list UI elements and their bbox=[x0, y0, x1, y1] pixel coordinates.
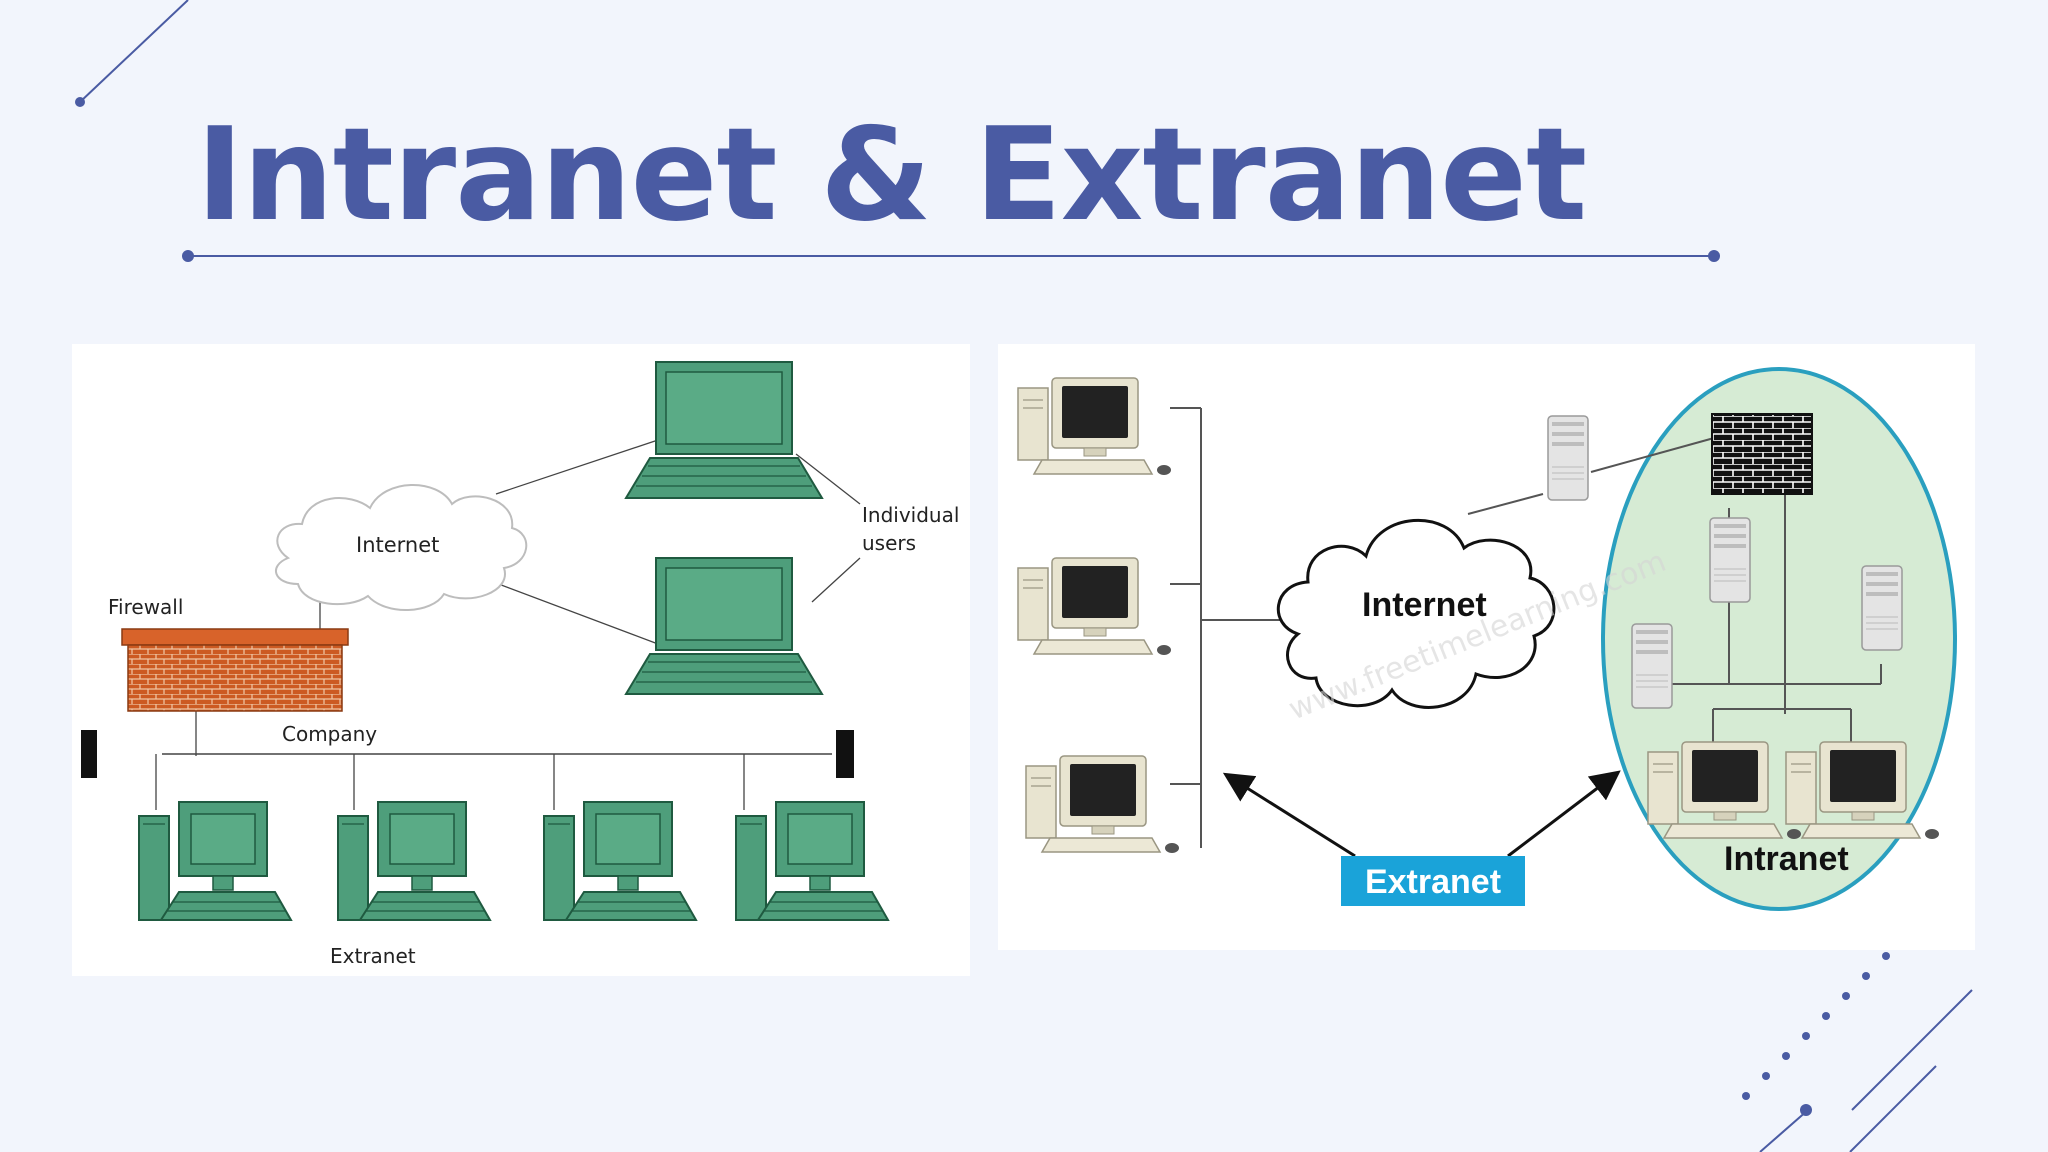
corner-lines-bottom-right bbox=[1759, 989, 1973, 1152]
intranet-label: Intranet bbox=[1724, 840, 1849, 878]
firewall-brick-icon bbox=[121, 628, 349, 712]
corner-dots-bottom-right bbox=[1742, 952, 1890, 1116]
firewall-label: Firewall bbox=[108, 595, 183, 619]
connection-lines bbox=[155, 439, 861, 810]
laptop-icon-upper bbox=[625, 361, 823, 499]
server-icon-intranet-2 bbox=[1861, 565, 1903, 651]
desktop-pc-icon-3 bbox=[1025, 755, 1180, 854]
company-label: Company bbox=[282, 722, 377, 746]
server-icon-outside bbox=[1547, 415, 1589, 501]
title-underline bbox=[182, 250, 1720, 262]
extranet-label: Extranet bbox=[1365, 863, 1501, 901]
desktop-computer-icon-2 bbox=[337, 801, 491, 921]
corner-line-top-left bbox=[75, 0, 189, 107]
slide-title: Intranet & Extranet bbox=[196, 101, 1587, 250]
desktop-computer-icon-1 bbox=[138, 801, 292, 921]
internet-cloud-icon bbox=[275, 484, 528, 611]
bus-terminator-left-icon bbox=[81, 730, 97, 778]
intranet-extranet-diagram: Internet www.freetimelearning.com Intran… bbox=[998, 344, 1975, 950]
laptop-icon-lower bbox=[625, 557, 823, 695]
server-icon-intranet-3 bbox=[1631, 623, 1673, 709]
server-icon-intranet-1 bbox=[1709, 517, 1751, 603]
desktop-computer-icon-4 bbox=[735, 801, 889, 921]
desktop-pc-icon-1 bbox=[1017, 377, 1172, 476]
black-firewall-icon bbox=[1711, 413, 1813, 495]
extranet-arrows bbox=[1222, 770, 1621, 858]
individual-users-label-line1: Individual bbox=[862, 503, 959, 527]
extranet-badge: Extranet bbox=[1341, 856, 1525, 906]
extranet-label: Extranet bbox=[330, 944, 416, 968]
desktop-computer-icon-3 bbox=[543, 801, 697, 921]
internet-cloud-icon bbox=[1276, 518, 1556, 709]
individual-users-label-line2: users bbox=[862, 531, 916, 555]
network-lines bbox=[1170, 407, 1882, 848]
bus-terminator-right-icon bbox=[836, 730, 854, 778]
extranet-network-diagram: Internet Individual users Firewall Compa… bbox=[72, 344, 970, 976]
internet-label: Internet bbox=[1362, 586, 1487, 624]
desktop-pc-icon-2 bbox=[1017, 557, 1172, 656]
internet-label: Internet bbox=[356, 533, 439, 557]
